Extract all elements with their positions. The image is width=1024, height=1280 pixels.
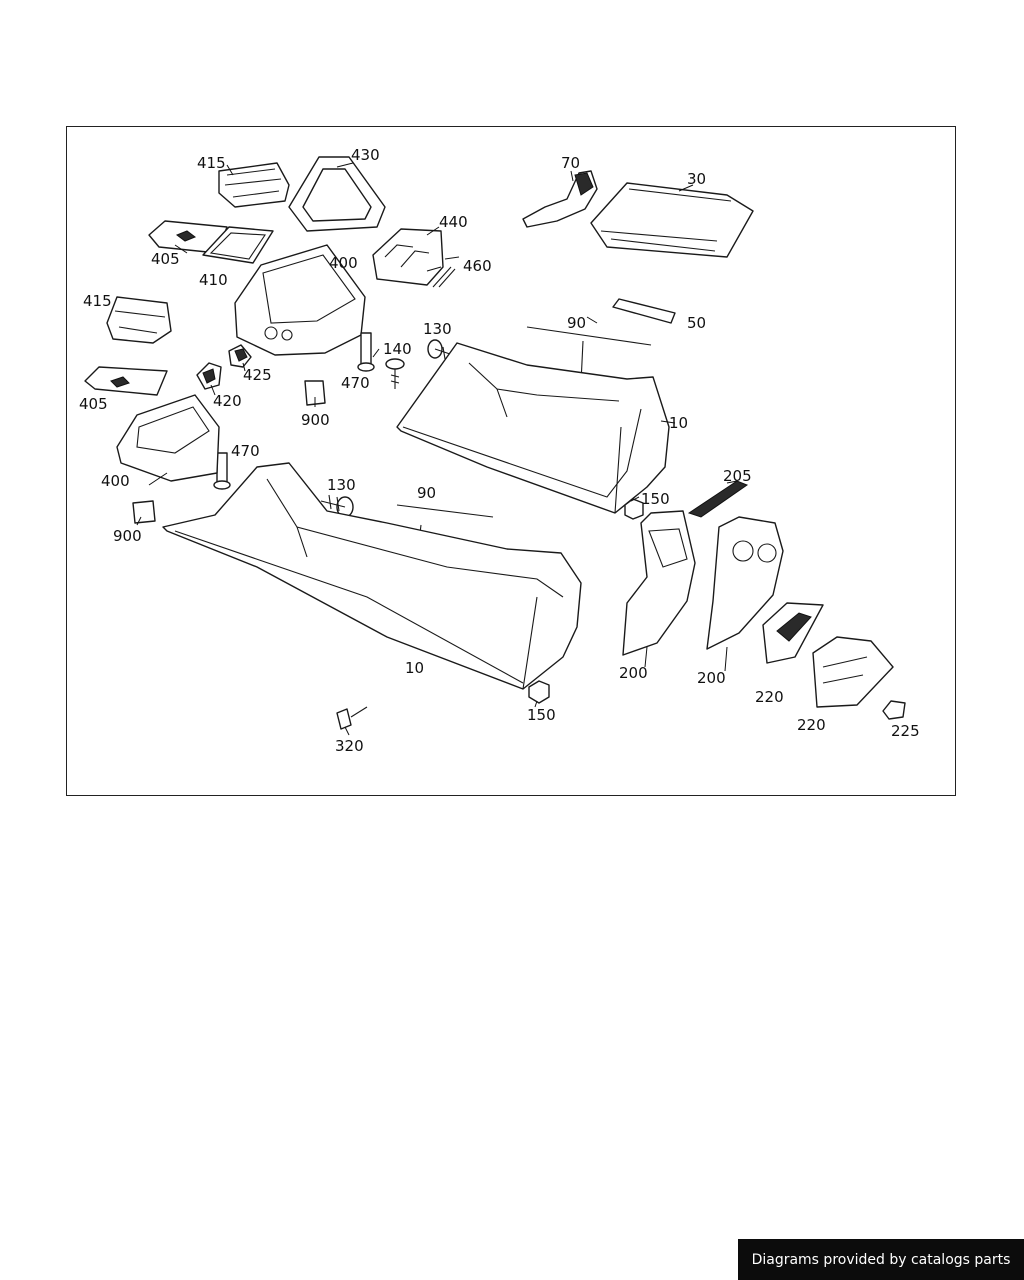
part-460-clip (432, 256, 460, 288)
part-470-bolt-lower (213, 452, 231, 490)
callout-label: 470 (231, 442, 260, 460)
part-205-grille (687, 480, 749, 518)
callout-label: 70 (561, 154, 580, 172)
callout-label: 130 (327, 476, 356, 494)
part-30-armrest-lid (590, 182, 754, 258)
callout-label: 50 (687, 314, 706, 332)
callout-label: 460 (463, 257, 492, 275)
part-900-label-upper (304, 380, 326, 406)
leader-lines (136, 162, 738, 736)
part-220-tray-front (762, 602, 824, 664)
parts-diagram-frame: 415 430 70 30 405 410 440 400 460 415 50… (66, 126, 956, 796)
part-420-switch (196, 362, 222, 390)
part-50-bracket (612, 298, 676, 324)
callout-label: 200 (619, 664, 648, 682)
callout-label: 405 (151, 250, 180, 268)
part-425-switch (228, 344, 252, 368)
part-70-selector (522, 170, 598, 228)
part-10-console-upper (396, 342, 670, 514)
callout-label: 440 (439, 213, 468, 231)
callout-label: 205 (723, 467, 752, 485)
part-900-label-lower (132, 500, 156, 524)
part-415-bin-left (106, 296, 172, 344)
callout-label: 225 (891, 722, 920, 740)
part-440-cup-holder (372, 228, 444, 286)
callout-label: 900 (113, 527, 142, 545)
part-320-sensor (336, 706, 368, 730)
callout-label: 150 (527, 706, 556, 724)
callout-label: 10 (669, 414, 688, 432)
part-470-bolt-upper (357, 332, 375, 372)
callout-label: 200 (697, 669, 726, 687)
callout-label: 10 (405, 659, 424, 677)
callout-label: 150 (641, 490, 670, 508)
part-150-nut-lower (528, 680, 550, 704)
callout-label: 130 (423, 320, 452, 338)
part-200-panel-left (622, 510, 696, 656)
callout-label: 470 (341, 374, 370, 392)
callout-label: 410 (199, 271, 228, 289)
part-410-tray (202, 226, 274, 264)
part-150-nut-upper (624, 498, 644, 520)
callout-label: 415 (197, 154, 226, 172)
callout-label: 140 (383, 340, 412, 358)
part-140-screw (385, 358, 405, 389)
part-400-storage-lower (116, 394, 220, 482)
callout-label: 30 (687, 170, 706, 188)
part-10-console-lower (162, 462, 582, 690)
callout-label: 400 (101, 472, 130, 490)
callout-label: 90 (417, 484, 436, 502)
callout-label: 90 (567, 314, 586, 332)
callout-label: 220 (797, 716, 826, 734)
part-430-trim-frame (288, 156, 386, 232)
callout-label: 430 (351, 146, 380, 164)
callout-label: 320 (335, 737, 364, 755)
callout-numbers: 415 430 70 30 405 410 440 400 460 415 50… (79, 146, 920, 755)
part-220-tray-rear (812, 636, 894, 708)
part-405-mat-left (84, 366, 168, 396)
credit-text: Diagrams provided by catalogs parts (751, 1251, 1011, 1268)
callout-label: 415 (83, 292, 112, 310)
part-415-module-top (218, 162, 290, 208)
part-225-switch (882, 700, 906, 720)
exploded-parts-diagram: 415 430 70 30 405 410 440 400 460 415 50… (79, 146, 920, 755)
callout-label: 900 (301, 411, 330, 429)
callout-label: 425 (243, 366, 272, 384)
callout-label: 400 (329, 254, 358, 272)
credit-banner: Diagrams provided by catalogs parts (738, 1239, 1024, 1280)
callout-label: 420 (213, 392, 242, 410)
part-200-panel-right (706, 516, 784, 650)
callout-label: 220 (755, 688, 784, 706)
callout-label: 405 (79, 395, 108, 413)
